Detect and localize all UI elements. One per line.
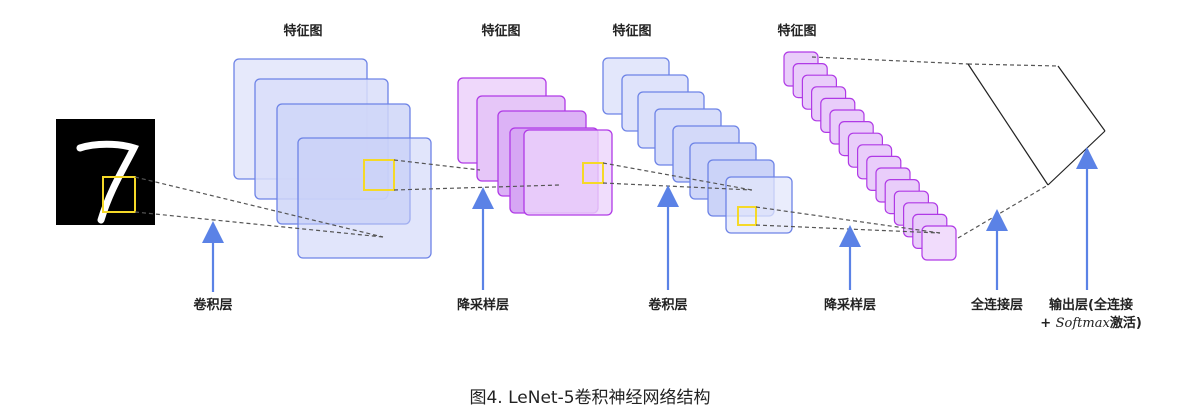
feature-map	[297, 137, 432, 259]
connection-line	[967, 63, 1059, 67]
conv1-label: 卷积层	[193, 297, 232, 313]
conv1-kernel-box	[363, 159, 395, 191]
conv2-feature-maps	[602, 57, 793, 234]
conv1-feature-maps	[233, 58, 432, 259]
pool1-label: 降采样层	[457, 297, 509, 313]
connection-line	[755, 206, 941, 234]
stage-title-1: 特征图	[283, 23, 322, 39]
conv2-kernel-box	[737, 206, 757, 226]
connection-line	[134, 176, 384, 238]
output-label-softmax: Softmax	[1056, 316, 1111, 331]
connection-line	[602, 182, 753, 191]
input-kernel-box	[102, 176, 136, 213]
pool2-feature-maps	[783, 51, 957, 261]
fc-line	[1047, 130, 1106, 186]
fc-lines	[967, 63, 1106, 186]
fc-line	[967, 63, 1049, 186]
feature-map	[725, 176, 793, 234]
connection-line	[393, 159, 481, 171]
pool1-feature-maps	[457, 77, 613, 216]
fc-line	[1057, 65, 1106, 132]
feature-map	[921, 225, 957, 261]
output-label-line1: 输出层(全连接	[1049, 297, 1133, 313]
stage-title-2: 特征图	[481, 23, 520, 39]
digit-seven-glyph	[76, 140, 139, 224]
stage-arrows	[202, 147, 1098, 292]
figure-caption: 图4. LeNet-5卷积神经网络结构	[469, 388, 710, 408]
feature-map	[523, 129, 613, 216]
stage-title-3: 特征图	[612, 23, 651, 39]
output-label-prefix: +	[1040, 316, 1055, 331]
output-label-suffix: 激活)	[1110, 315, 1142, 331]
connection-line	[957, 184, 1049, 239]
fc-label: 全连接层	[970, 297, 1023, 313]
stage-title-4: 特征图	[777, 23, 816, 39]
output-label-line2: + Softmax激活)	[1040, 315, 1142, 331]
pool2-label: 降采样层	[824, 297, 876, 313]
input-image	[56, 119, 155, 225]
conv2-label: 卷积层	[648, 297, 687, 313]
connection-line	[811, 56, 969, 65]
connection-line	[602, 162, 753, 191]
pool1-kernel-box	[582, 162, 604, 184]
